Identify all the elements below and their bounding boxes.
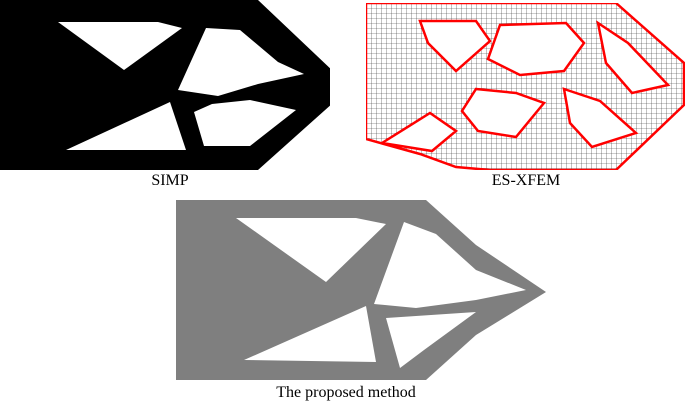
simp-caption: SIMP bbox=[151, 172, 189, 189]
esxfem-topology-image bbox=[366, 3, 685, 170]
proposed-method-panel bbox=[176, 200, 546, 380]
proposed-method-topology-image bbox=[176, 200, 546, 380]
proposed-method-caption: The proposed method bbox=[276, 384, 416, 401]
simp-panel bbox=[0, 0, 330, 170]
simp-topology-image bbox=[0, 0, 330, 170]
esxfem-caption: ES-XFEM bbox=[491, 172, 561, 189]
esxfem-panel bbox=[366, 3, 685, 170]
